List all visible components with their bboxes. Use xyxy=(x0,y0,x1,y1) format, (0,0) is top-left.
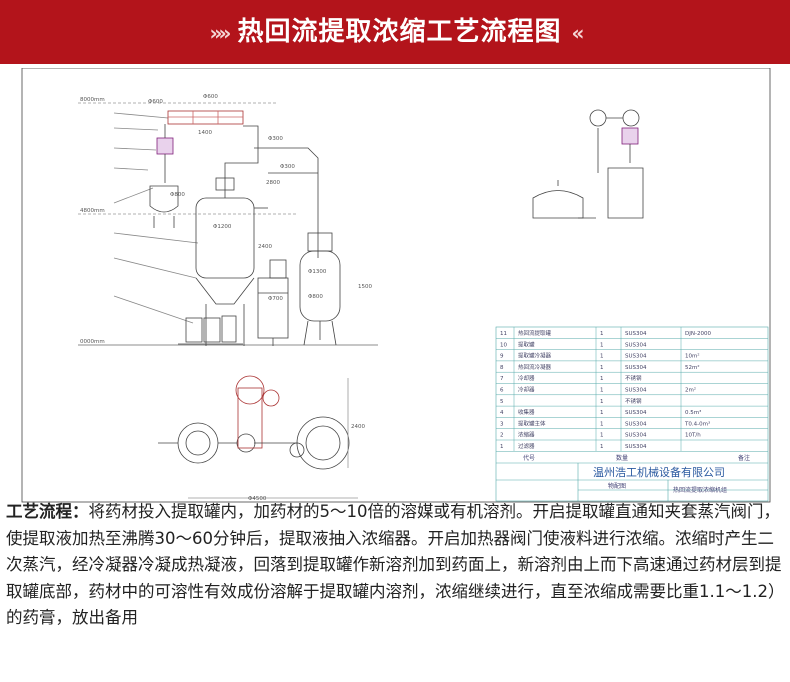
dim-label: 2800 xyxy=(266,180,280,186)
dim-label: Φ300 xyxy=(280,164,295,170)
parts-cell: 1 xyxy=(600,444,604,450)
caption-label: 工艺流程： xyxy=(6,502,89,521)
extraction-tank xyxy=(195,197,255,279)
dim-label: Φ600 xyxy=(203,94,218,100)
dim-label: Φ800 xyxy=(170,192,185,198)
dim-label: Φ1300 xyxy=(308,269,327,275)
collector-tank xyxy=(149,185,179,213)
level-label-ground: 0000mm xyxy=(80,339,105,345)
parts-table xyxy=(495,326,769,502)
parts-cell: 52m² xyxy=(685,364,700,371)
parts-cell: 不锈钢 xyxy=(625,374,642,382)
parts-cell: 冷却器 xyxy=(518,386,535,394)
parts-cell: SUS304 xyxy=(625,331,647,337)
level-label-top: 8000mm xyxy=(80,97,105,103)
col-note-label: 备注 xyxy=(738,454,750,462)
heater xyxy=(257,277,289,339)
parts-cell: SUS304 xyxy=(625,410,647,416)
parts-cell: 浓缩器 xyxy=(518,431,535,439)
parts-cell: 11 xyxy=(500,331,507,337)
parts-cell: 冷却器 xyxy=(518,374,535,382)
parts-cell: 热回流提取罐 xyxy=(518,329,552,337)
parts-cell: 3 xyxy=(500,421,504,427)
col-code-label: 代号 xyxy=(523,454,535,462)
dim-label: Φ300 xyxy=(268,136,283,142)
condenser-horizontal xyxy=(167,110,244,125)
parts-cell: SUS304 xyxy=(625,421,647,427)
header-banner xyxy=(0,0,790,64)
parts-cell: 收集器 xyxy=(518,408,535,416)
parts-cell: 1 xyxy=(500,444,504,450)
col-qty-label: 数量 xyxy=(616,454,628,462)
dim-label: 2400 xyxy=(351,424,365,430)
parts-cell: 6 xyxy=(500,388,504,394)
parts-cell: 2m² xyxy=(685,387,696,394)
parts-cell: 1 xyxy=(600,376,604,382)
process-flow-drawing: 8000mm 4800mm 0000mm Φ600 Φ600 Φ1200 Φ13… xyxy=(21,68,771,503)
parts-cell: 1 xyxy=(600,388,604,394)
caption-text: 将药材投入提取罐内，加药材的5～10倍的溶媒或有机溶剂。开启提取罐直通知夹套蒸汽… xyxy=(6,502,782,627)
parts-cell: 热回流冷凝器 xyxy=(518,363,552,371)
chevron-left-decor-icon: « xyxy=(571,20,585,45)
plan-column xyxy=(237,387,263,449)
parts-cell: SUS304 xyxy=(625,433,647,439)
dim-label: Φ1200 xyxy=(213,224,232,230)
concentrator xyxy=(299,250,341,322)
parts-cell: 8 xyxy=(500,365,504,371)
parts-cell: 5 xyxy=(500,399,504,405)
parts-cell: 1 xyxy=(600,342,604,348)
parts-cell: 10 xyxy=(500,342,507,348)
parts-cell: 1 xyxy=(600,410,604,416)
cooler xyxy=(156,137,174,155)
parts-cell: SUS304 xyxy=(625,444,647,450)
parts-cell: 提取罐冷凝器 xyxy=(518,352,552,360)
page-title: »» 热回流提取浓缩工艺流程图 « xyxy=(0,0,790,64)
parts-cell: 4 xyxy=(500,410,504,416)
parts-cell: 1 xyxy=(600,421,604,427)
parts-cell: SUS304 xyxy=(625,354,647,360)
parts-cell: 1 xyxy=(600,365,604,371)
parts-cell: 不锈钢 xyxy=(625,397,642,405)
title-text: 热回流提取浓缩工艺流程图 xyxy=(237,17,562,47)
dim-label: Φ800 xyxy=(308,294,323,300)
dim-label: 2400 xyxy=(258,244,272,250)
parts-cell: 提取罐 xyxy=(518,340,535,348)
level-label-mid: 4800mm xyxy=(80,208,105,214)
plan-tank-2 xyxy=(296,416,350,470)
parts-cell: 过滤器 xyxy=(518,442,535,450)
parts-cell: 10m² xyxy=(685,353,700,360)
parts-cell: 10T/h xyxy=(685,433,701,439)
dim-label: 1400 xyxy=(198,130,212,136)
parts-cell: SUS304 xyxy=(625,342,647,348)
parts-cell: 1 xyxy=(600,331,604,337)
parts-cell: T0.4-0m³ xyxy=(684,420,710,427)
drawing-name: 热回流提取浓缩机组 xyxy=(673,486,727,494)
parts-cell: 7 xyxy=(500,376,504,382)
parts-cell: 0.5m³ xyxy=(685,409,701,416)
parts-cell: 1 xyxy=(600,399,604,405)
condenser-round-top xyxy=(589,109,607,127)
parts-cell: DJN-2000 xyxy=(685,331,711,337)
drawing-frame xyxy=(21,68,771,503)
parts-cell: SUS304 xyxy=(625,365,647,371)
dim-label: Φ700 xyxy=(268,296,283,302)
parts-cell: 提取罐主体 xyxy=(518,419,546,427)
parts-cell: 1 xyxy=(600,354,604,360)
chevron-right-decor-icon: »» xyxy=(209,20,232,45)
process-description: 工艺流程：将药材投入提取罐内，加药材的5～10倍的溶媒或有机溶剂。开启提取罐直通… xyxy=(6,499,784,632)
dim-label: 1500 xyxy=(358,284,372,290)
parts-cell: 2 xyxy=(500,433,504,439)
dim-label: Φ600 xyxy=(148,99,163,105)
parts-cell: 1 xyxy=(600,433,604,439)
parts-cell: SUS304 xyxy=(625,388,647,394)
dim-label: Φ4500 xyxy=(248,496,267,502)
company-name: 温州浩工机械设备有限公司 xyxy=(593,465,725,479)
plan-tank-1 xyxy=(177,422,219,464)
parts-label: 物配图 xyxy=(608,482,626,490)
parts-cell: 9 xyxy=(500,354,504,360)
